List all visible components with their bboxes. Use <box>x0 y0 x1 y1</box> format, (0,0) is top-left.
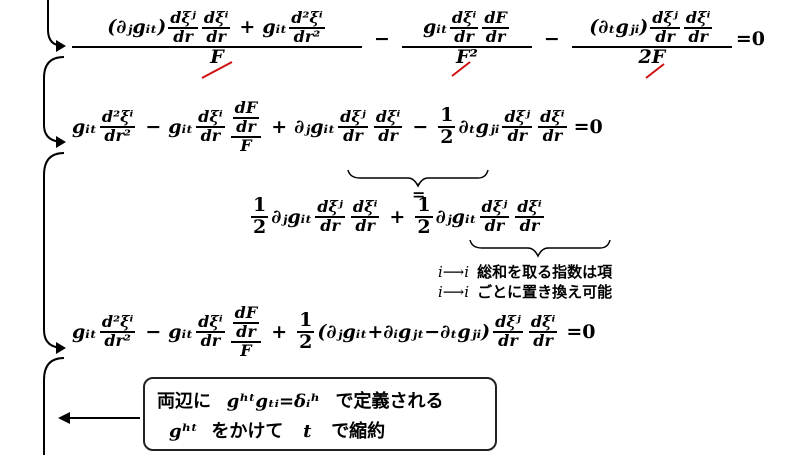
svg-text:=: = <box>412 185 425 204</box>
fraction-term-2: gᵢₜ dξⁱ dr dF dr F² <box>401 9 532 68</box>
denominator-F: F <box>210 45 224 68</box>
equation-line-4: gᵢₜ d²ξⁱ dr² − gᵢₜ dξⁱ dr dF dr F + 1 2 … <box>72 303 596 360</box>
fraction-term-3: (∂ₜgⱼᵢ) dξʲ dr dξⁱ dr 2F <box>571 9 732 68</box>
fraction-term-1: (∂ⱼgᵢₜ) dξʲ dr dξⁱ dr + gᵢₜ d²ξⁱ dr² F <box>72 9 362 68</box>
equals-zero: =0 <box>735 27 765 50</box>
term-partial-g: (∂ⱼgᵢₜ) <box>107 15 167 38</box>
equation-line-1: (∂ⱼgᵢₜ) dξʲ dr dξⁱ dr + gᵢₜ d²ξⁱ dr² F −… <box>72 9 765 68</box>
denominator-2F: 2F <box>638 45 666 68</box>
denominator-F2: F² <box>456 45 478 68</box>
equation-line-2: gᵢₜ d²ξⁱ dr² − gᵢₜ dξⁱ dr dF dr F + ∂ⱼgᵢ… <box>72 98 603 155</box>
equation-line-3: 1 2 ∂ⱼgᵢₜ dξʲ dr dξⁱ dr + 1 2 ∂ⱼgᵢₜ dξʲ … <box>251 194 544 238</box>
contraction-note-box: 両辺に gʰᵗgₜᵢ=δᵢʰ で定義される gʰᵗ をかけて t で縮約 <box>143 377 497 451</box>
